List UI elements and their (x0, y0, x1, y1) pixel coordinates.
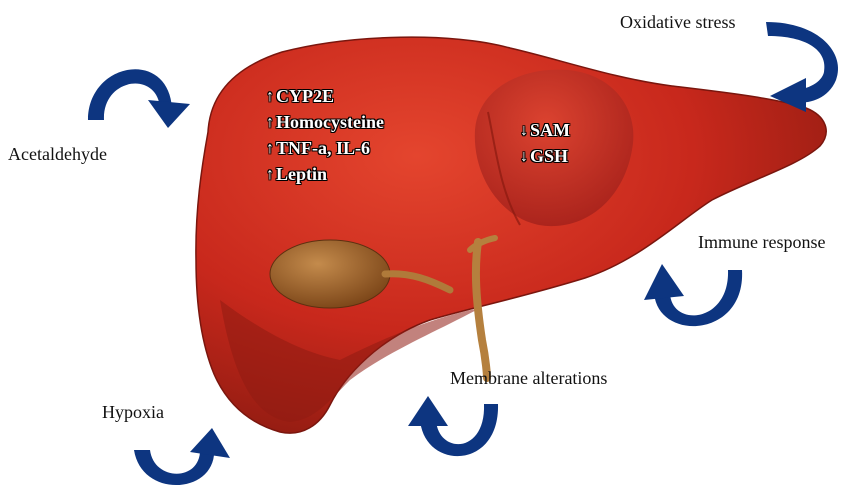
marker-cyp2e: ↑CYP2E (266, 84, 384, 110)
up-arrow-icon: ↑ (266, 140, 274, 157)
down-arrow-icon: ↓ (520, 148, 528, 165)
hypoxia-label: Hypoxia (102, 402, 164, 423)
marker-sam: ↓SAM (520, 118, 570, 144)
membrane-alterations-arrow (408, 396, 498, 456)
up-arrow-icon: ↑ (266, 88, 274, 105)
acetaldehyde-arrow (88, 69, 190, 128)
immune-response-label: Immune response (698, 232, 825, 253)
decreased-markers: ↓SAM ↓GSH (520, 118, 570, 170)
hypoxia-arrow (134, 428, 230, 485)
marker-homocysteine: ↑Homocysteine (266, 110, 384, 136)
immune-response-arrow (644, 264, 742, 326)
increased-markers: ↑CYP2E ↑Homocysteine ↑TNF-a, IL-6 ↑Lepti… (266, 84, 384, 188)
marker-gsh: ↓GSH (520, 144, 570, 170)
up-arrow-icon: ↑ (266, 114, 274, 131)
gallbladder (270, 240, 390, 308)
acetaldehyde-label: Acetaldehyde (8, 144, 107, 165)
oxidative-stress-label: Oxidative stress (620, 12, 735, 33)
membrane-alterations-label: Membrane alterations (450, 368, 607, 389)
down-arrow-icon: ↓ (520, 122, 528, 139)
oxidative-stress-arrow (766, 22, 838, 112)
up-arrow-icon: ↑ (266, 166, 274, 183)
marker-leptin: ↑Leptin (266, 162, 384, 188)
marker-tnf-il6: ↑TNF-a, IL-6 (266, 136, 384, 162)
